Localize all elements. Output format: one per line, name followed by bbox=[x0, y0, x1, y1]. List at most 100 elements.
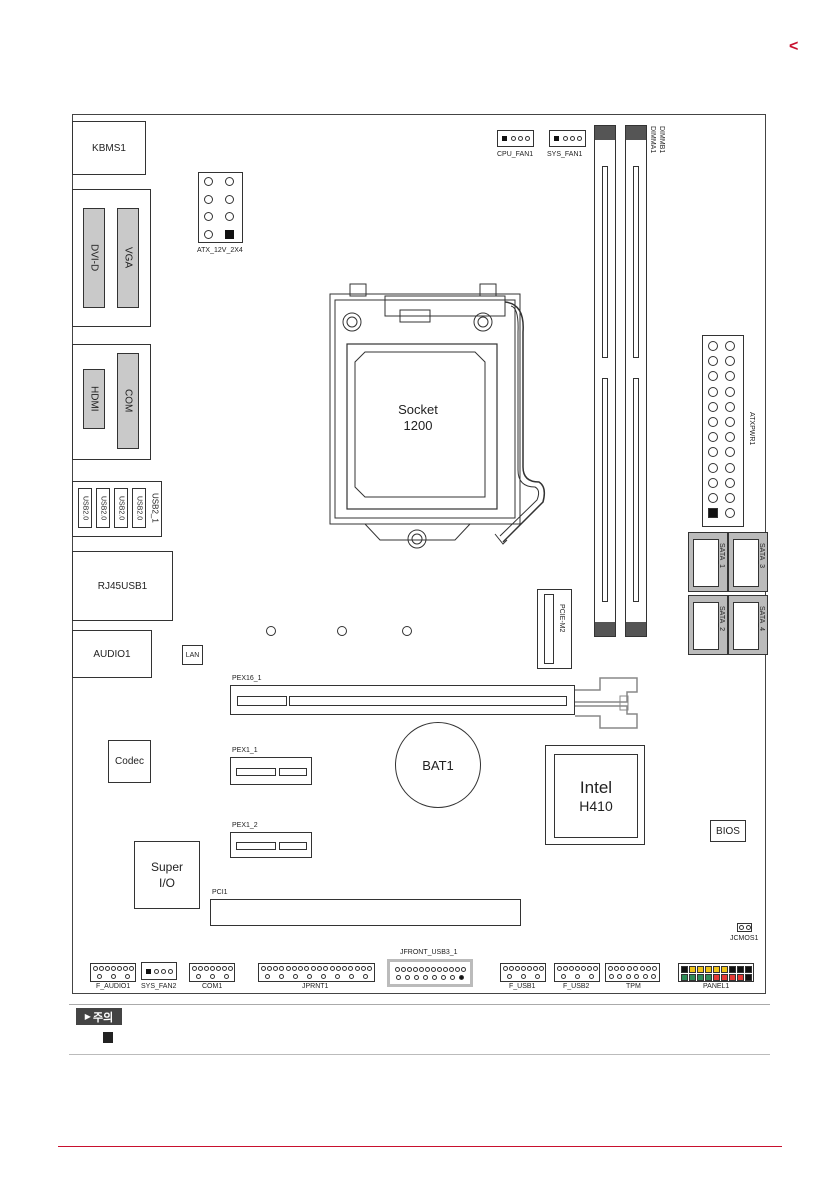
f-audio-label: F_AUDIO1 bbox=[96, 983, 131, 990]
lan-chip: LAN bbox=[182, 645, 203, 665]
panel-pin bbox=[713, 966, 720, 973]
atx-pin bbox=[725, 493, 735, 503]
sata4-label: SATA_4 bbox=[758, 606, 765, 632]
atx-pin bbox=[708, 447, 718, 458]
panel-pin bbox=[689, 974, 696, 981]
jcmos-jumper bbox=[737, 923, 752, 932]
pcie-x1-slot-2 bbox=[230, 832, 312, 858]
atx-pin bbox=[725, 401, 735, 412]
hdmi-com-block: HDMI COM bbox=[72, 344, 151, 460]
mounting-hole bbox=[337, 626, 347, 636]
panel-pin bbox=[737, 966, 744, 973]
usb-block: USB2.0 USB2.0 USB2.0 USB2.0 USB2_1 bbox=[72, 481, 162, 537]
pch-brand: Intel bbox=[579, 778, 613, 797]
panel-pin bbox=[729, 974, 736, 981]
rj45-usb-port: RJ45USB1 bbox=[72, 551, 173, 621]
prev-page-arrow[interactable]: < bbox=[789, 38, 799, 55]
usb-group-label: USB2_1 bbox=[150, 493, 160, 523]
f-audio-header bbox=[90, 963, 136, 982]
com-port: COM bbox=[117, 353, 139, 449]
tpm-label: TPM bbox=[626, 983, 641, 990]
panel-pin bbox=[705, 974, 712, 981]
pch-chip: Intel H410 bbox=[545, 745, 645, 845]
jprnt-label: JPRNT1 bbox=[302, 983, 329, 990]
atx-pin bbox=[708, 356, 718, 367]
cpu-socket bbox=[329, 283, 546, 549]
panel-pin bbox=[745, 974, 752, 981]
sys-fan2-header bbox=[141, 962, 177, 980]
atx-pin bbox=[708, 417, 718, 427]
pex1-2-label: PEX1_2 bbox=[232, 822, 258, 829]
f-usb2-label: F_USB2 bbox=[563, 983, 590, 990]
atx-pin bbox=[708, 477, 718, 488]
note-badge: ▶ 주의 bbox=[76, 1008, 122, 1025]
jprnt-header bbox=[258, 963, 375, 982]
battery: BAT1 bbox=[395, 722, 481, 808]
com1-header bbox=[189, 963, 235, 982]
pci-label: PCI1 bbox=[212, 889, 228, 896]
atx-pin bbox=[725, 417, 735, 427]
panel-label: PANEL1 bbox=[703, 983, 730, 990]
panel-pin bbox=[697, 974, 704, 981]
atx-pin bbox=[725, 371, 735, 382]
cpu-fan-label: CPU_FAN1 bbox=[497, 151, 534, 158]
panel-header bbox=[678, 963, 754, 982]
atx12v-label: ATX_12V_2X4 bbox=[197, 247, 243, 254]
atxpwr-connector bbox=[702, 335, 744, 527]
pex16-label: PEX16_1 bbox=[232, 675, 262, 682]
audio-label: AUDIO1 bbox=[93, 648, 131, 660]
sata2-label: SATA_2 bbox=[718, 606, 725, 632]
panel-pin bbox=[697, 966, 704, 973]
hdmi-port: HDMI bbox=[83, 369, 105, 429]
note-arrow-icon: ▶ bbox=[84, 1012, 91, 1021]
sata2-connector: SATA_2 bbox=[688, 595, 728, 655]
jfront-usb3-header bbox=[387, 959, 473, 987]
note-title: 주의 bbox=[92, 1011, 114, 1024]
panel-pin bbox=[713, 974, 720, 981]
dvi-vga-block: DVI-D VGA bbox=[72, 189, 151, 327]
atx-pin bbox=[708, 386, 718, 397]
jfront-usb3-label: JFRONT_USB3_1 bbox=[400, 949, 458, 956]
vga-label: VGA bbox=[122, 247, 134, 269]
usb-port: USB2.0 bbox=[96, 488, 110, 528]
note-square-icon bbox=[103, 1032, 113, 1043]
panel-pin bbox=[729, 966, 736, 973]
atx-pin bbox=[708, 462, 718, 473]
panel-pin bbox=[681, 974, 688, 981]
atx-pin bbox=[708, 508, 718, 519]
dimm-slot-a bbox=[594, 125, 616, 637]
atx-pin bbox=[725, 386, 735, 397]
usb-port: USB2.0 bbox=[132, 488, 146, 528]
atx-pin bbox=[725, 432, 735, 443]
atx-pin bbox=[725, 508, 735, 519]
panel-pin bbox=[737, 974, 744, 981]
panel-pin bbox=[681, 966, 688, 973]
note-top-divider bbox=[69, 1004, 770, 1005]
hdmi-label: HDMI bbox=[88, 386, 100, 412]
atx-pin bbox=[725, 462, 735, 473]
bios-chip: BIOS bbox=[710, 820, 746, 842]
sata4-connector: SATA_4 bbox=[728, 595, 768, 655]
atx-pin bbox=[725, 356, 735, 367]
pex1-1-label: PEX1_1 bbox=[232, 747, 258, 754]
kbms-label: KBMS1 bbox=[92, 142, 126, 154]
atx-pin bbox=[708, 341, 718, 351]
dvi-label: DVI-D bbox=[88, 244, 100, 272]
m2-label: PCIE-M2 bbox=[558, 604, 565, 633]
sys-fan1-label: SYS_FAN1 bbox=[547, 151, 583, 158]
mounting-hole bbox=[402, 626, 412, 636]
sys-fan2-label: SYS_FAN2 bbox=[141, 983, 177, 990]
codec-chip: Codec bbox=[108, 740, 151, 783]
atx-pin bbox=[708, 432, 718, 443]
m2-slot: PCIE-M2 bbox=[537, 589, 572, 669]
panel-pin bbox=[721, 966, 728, 973]
footer-rule bbox=[58, 1146, 782, 1147]
atxpwr-label: ATXPWR1 bbox=[748, 412, 755, 446]
atx-pin bbox=[708, 371, 718, 382]
f-usb1-label: F_USB1 bbox=[509, 983, 536, 990]
panel-pin bbox=[705, 966, 712, 973]
atx-pin bbox=[708, 401, 718, 412]
usb-port: USB2.0 bbox=[114, 488, 128, 528]
atx-pin bbox=[725, 447, 735, 458]
atx12v-connector bbox=[198, 172, 243, 243]
